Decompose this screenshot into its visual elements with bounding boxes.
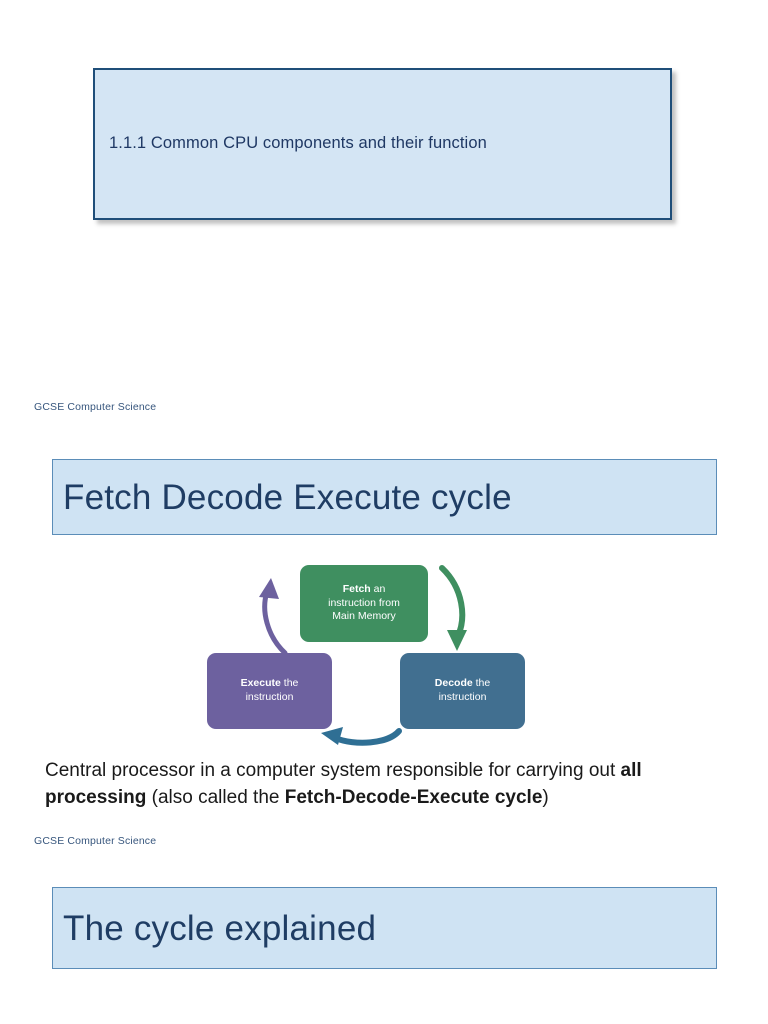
body-text-bold1: all processing [45,760,642,808]
footer-label-first: GCSE Computer Science [34,401,157,413]
heading-text-cycle-explained: The cycle explained [63,908,377,948]
footer-label-second: GCSE Computer Science [34,835,157,847]
cycle-node-fetch-rest: an [370,582,386,595]
arrow-fetch-to-decode-icon [439,565,467,651]
cycle-node-fetch-line2: instruction from [328,596,400,609]
body-text-part2: (also called the [146,786,285,808]
cycle-node-decode: Decode the instruction [400,653,525,729]
arrow-decode-to-execute-icon [321,727,402,746]
heading-text-fetch-decode-execute: Fetch Decode Execute cycle [63,477,512,517]
cycle-node-decode-bold: Decode [434,677,473,690]
cycle-node-decode-rest: the [472,677,491,690]
cycle-node-fetch-bold: Fetch [342,582,371,595]
body-paragraph: Central processor in a computer system r… [45,758,735,812]
cycle-arrows-svg [259,565,467,746]
arrow-execute-to-fetch-icon [259,578,288,656]
fetch-decode-execute-cycle-diagram: Fetch an instruction from Main Memory De… [195,550,545,750]
cycle-node-execute: Execute the instruction [207,653,332,729]
cycle-node-execute-line1: Execute the [241,677,299,691]
cycle-node-fetch-line3: Main Memory [332,610,396,623]
body-text-part3: ) [542,786,549,808]
cycle-node-decode-line2: instruction [438,691,487,703]
cycle-node-execute-bold: Execute [240,677,281,690]
body-text-bold2: Fetch-Decode-Execute cycle [284,786,543,808]
page-title: 1.1.1 Common CPU components and their fu… [109,134,487,153]
slide-title-box: 1.1.1 Common CPU components and their fu… [93,68,672,220]
cycle-node-fetch-line1: Fetch an [328,583,400,597]
cycle-node-execute-line2: instruction [245,691,294,703]
heading-banner-cycle-explained: The cycle explained [52,887,717,969]
body-text-part1: Central processor in a computer system r… [45,760,621,781]
cycle-node-execute-rest: the [280,677,299,690]
cycle-node-decode-line1: Decode the [435,677,490,691]
cycle-node-fetch: Fetch an instruction from Main Memory [300,565,428,642]
heading-banner-fetch-decode-execute: Fetch Decode Execute cycle [52,459,717,535]
